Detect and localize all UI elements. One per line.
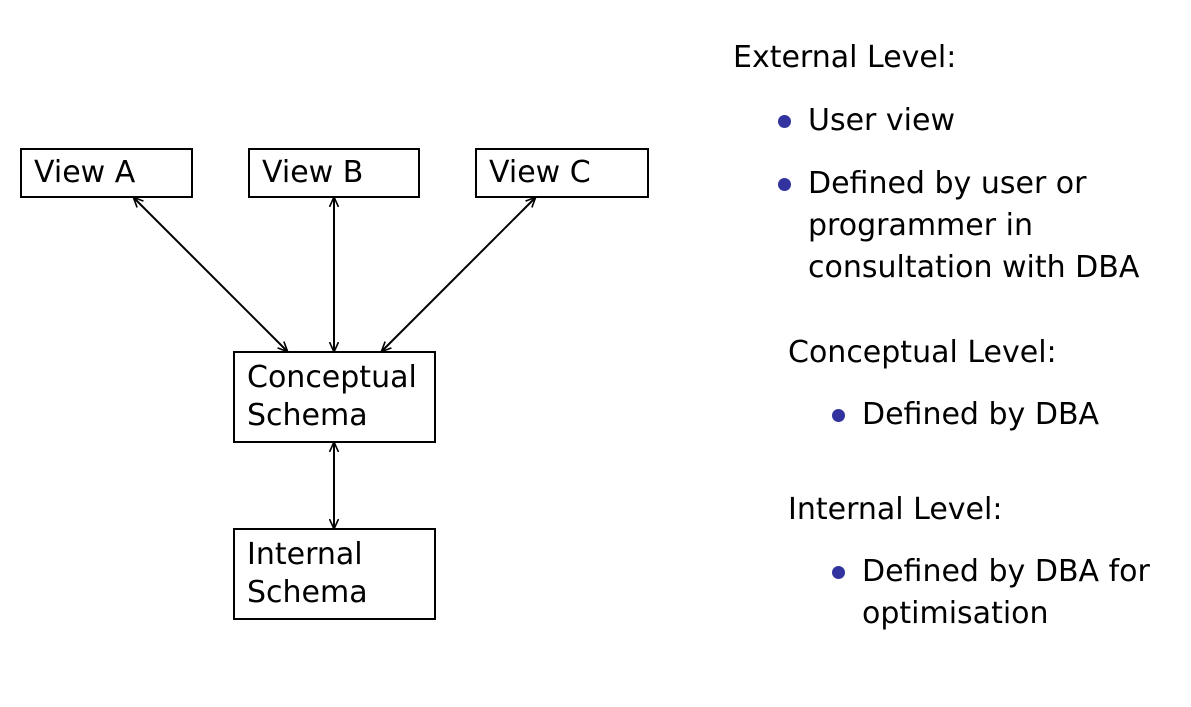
bullet-line: optimisation [862,596,1049,631]
internal-schema-label-line-2: Schema [247,575,368,610]
bullet-text: Defined by user or programmer in consult… [808,163,1139,289]
external-level-heading: External Level: [733,40,957,75]
bullet-line: Defined by user or [808,166,1087,201]
bullet-icon [778,178,791,191]
view-a-box: View A [20,148,193,198]
bullet-icon [778,115,791,128]
bullet-text: User view [808,100,955,142]
internal-schema-label-line-1: Internal [247,537,363,572]
bullet-line: Defined by DBA for [862,554,1150,589]
arrow-view-c-conceptual [382,198,535,351]
internal-schema-box: Internal Schema [233,528,436,620]
bullet-line: programmer in [808,208,1033,243]
bullet-line: consultation with DBA [808,250,1140,285]
bullet-text: Defined by DBA [862,394,1099,436]
view-c-box: View C [475,148,649,198]
conceptual-schema-label-line-2: Schema [247,398,368,433]
conceptual-level-heading: Conceptual Level: [788,335,1057,370]
conceptual-schema-label-line-1: Conceptual [247,360,417,395]
bullet-icon [832,566,845,579]
view-b-label: View B [262,155,364,190]
bullet-line: Defined by DBA [862,397,1100,432]
bullet-icon [832,409,845,422]
internal-level-heading: Internal Level: [788,492,1003,527]
bullet-line: User view [808,103,955,138]
bullet-text: Defined by DBA for optimisation [862,551,1150,635]
schema-diagram [0,0,700,707]
conceptual-schema-box: Conceptual Schema [233,351,436,443]
view-a-label: View A [34,155,136,190]
arrow-view-a-conceptual [134,198,287,351]
view-b-box: View B [248,148,420,198]
view-c-label: View C [489,155,591,190]
